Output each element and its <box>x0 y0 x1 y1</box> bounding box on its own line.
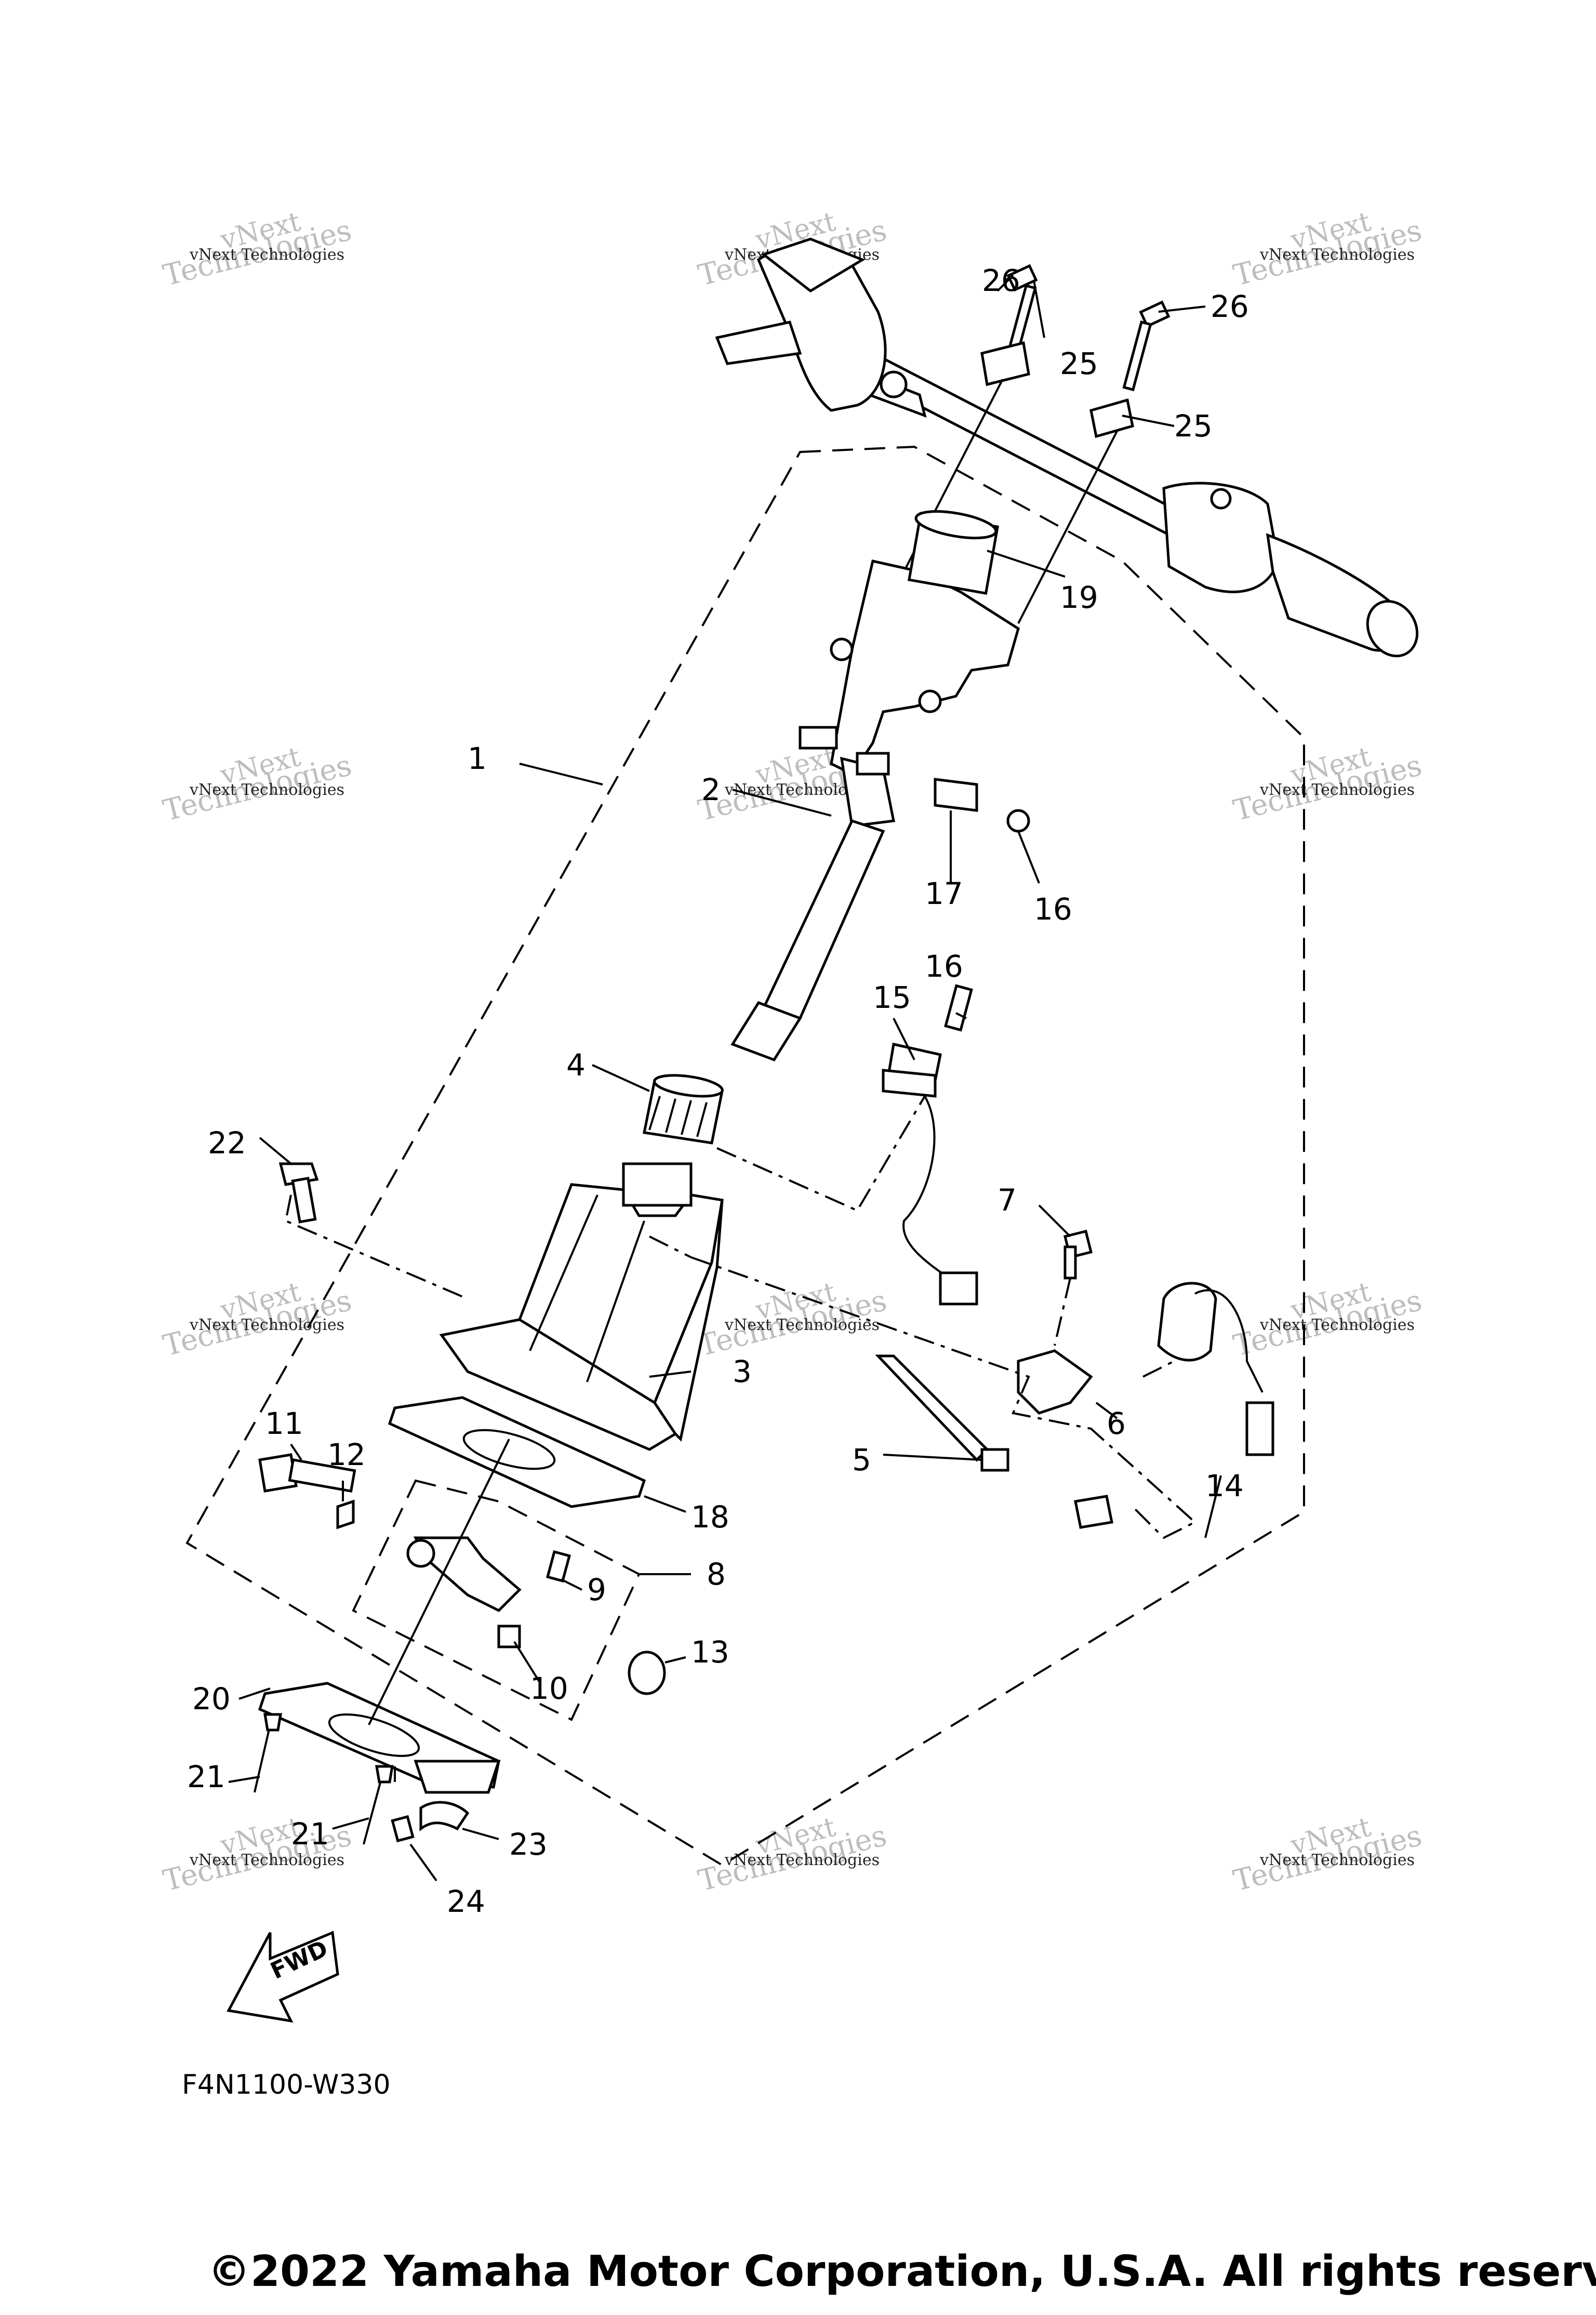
part-22-bolt <box>278 1162 319 1223</box>
diagram-code: F4N1100-W330 <box>182 2069 391 2100</box>
watermark-1: vNext Technologies vNext Technologies <box>160 206 355 293</box>
handlebar-bolts <box>903 264 1171 624</box>
callout-21-lower: 21 <box>291 1816 329 1852</box>
callout-22: 22 <box>208 1125 246 1161</box>
fwd-arrow-icon: FWD <box>227 1931 339 2023</box>
watermark-small: vNext Technologies <box>189 1851 344 1869</box>
watermark-12: vNext Technologies vNext Technologies <box>1230 1812 1425 1898</box>
part-6-bracket <box>1017 1229 1093 1415</box>
callout-12: 12 <box>327 1437 366 1472</box>
part-21-rivets <box>254 1713 394 1845</box>
watermark-small: vNext Technologies <box>1259 246 1415 264</box>
part-13-nut <box>628 1651 666 1695</box>
callout-21-upper: 21 <box>187 1759 225 1794</box>
part-11-bolt <box>258 1453 356 1493</box>
watermark-11: vNext Technologies vNext Technologies <box>695 1812 890 1898</box>
watermark-small: vNext Technologies <box>724 1851 880 1869</box>
part-5-cable-tie <box>875 1354 1009 1472</box>
part-3-housing <box>439 1162 724 1451</box>
callout-2: 2 <box>701 772 721 807</box>
watermark-small: vNext Technologies <box>724 1316 880 1334</box>
callout-8: 8 <box>707 1556 726 1592</box>
watermark-8: vNext Technologies vNext Technologies <box>695 1276 890 1363</box>
callout-19: 19 <box>1060 580 1098 615</box>
callout-26-left: 26 <box>982 263 1020 298</box>
callout-11: 11 <box>265 1406 303 1441</box>
callout-7: 7 <box>998 1182 1017 1218</box>
part-4-bushing <box>643 1074 724 1145</box>
assembly-boundary-1 <box>185 445 1305 1867</box>
callout-18: 18 <box>691 1499 729 1535</box>
callout-23: 23 <box>509 1827 548 1862</box>
watermark-small: vNext Technologies <box>189 1316 344 1334</box>
watermark-small: vNext Technologies <box>1259 781 1415 799</box>
part-17-bracket <box>934 778 1030 1032</box>
assembly-boundary-8 <box>352 1479 641 1721</box>
callout-25-upper: 25 <box>1060 346 1098 381</box>
callout-5: 5 <box>852 1442 871 1478</box>
watermark-small: vNext Technologies <box>189 781 344 799</box>
callout-17: 17 <box>925 876 963 911</box>
part-20-base-plate <box>258 1682 501 1843</box>
watermark-small: vNext Technologies <box>1259 1316 1415 1334</box>
callout-15: 15 <box>873 980 911 1015</box>
callout-24: 24 <box>447 1884 485 1919</box>
leader-lines <box>228 274 1222 1882</box>
watermark-6: vNext Technologies vNext Technologies <box>1230 741 1425 828</box>
callout-14: 14 <box>1205 1468 1244 1504</box>
watermark-small: vNext Technologies <box>189 246 344 264</box>
callout-10: 10 <box>530 1671 568 1706</box>
part-18-gasket <box>388 1396 646 1508</box>
callout-1: 1 <box>468 741 487 776</box>
callout-3: 3 <box>733 1354 752 1389</box>
steering-column <box>730 510 1020 1062</box>
callouts: 1 2 3 4 5 6 7 8 9 10 11 12 13 14 15 16 1… <box>187 263 1249 1919</box>
callout-25-lower: 25 <box>1174 408 1213 444</box>
watermark-7: vNext Technologies vNext Technologies <box>160 1276 355 1363</box>
watermark-small: vNext Technologies <box>1259 1851 1415 1869</box>
part-8-subassembly <box>336 1499 666 1695</box>
callout-16-lower: 16 <box>1034 892 1072 927</box>
watermarks: vNext Technologies vNext Technologies vN… <box>160 206 1425 1898</box>
callout-16-upper: 16 <box>925 949 963 984</box>
part-14-sensor <box>1074 1282 1274 1529</box>
callout-26-right: 26 <box>1211 289 1249 324</box>
callout-13: 13 <box>691 1634 729 1670</box>
watermark-3: vNext Technologies vNext Technologies <box>1230 206 1425 293</box>
copyright-notice: ©2022 Yamaha Motor Corporation, U.S.A. A… <box>208 2247 1596 2296</box>
callout-6: 6 <box>1107 1406 1126 1441</box>
callout-4: 4 <box>566 1047 586 1083</box>
callout-20: 20 <box>192 1681 231 1717</box>
watermark-9: vNext Technologies vNext Technologies <box>1230 1276 1425 1363</box>
watermark-4: vNext Technologies vNext Technologies <box>160 741 355 828</box>
handlebar <box>715 237 1419 658</box>
part-15-switch <box>882 1042 978 1306</box>
callout-9: 9 <box>587 1572 606 1607</box>
